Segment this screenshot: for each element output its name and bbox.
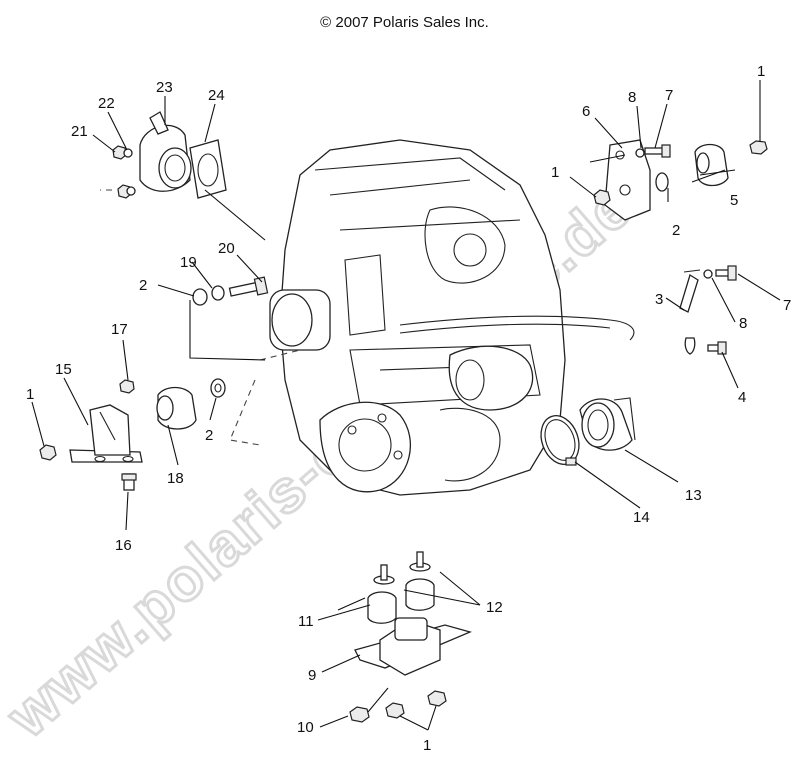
label-11: 11 — [298, 613, 314, 630]
bolt-7-lower-icon — [715, 265, 737, 281]
label-24: 24 — [208, 87, 225, 104]
label-8-right: 8 — [739, 315, 747, 332]
label-8-top: 8 — [628, 89, 636, 106]
label-5: 5 — [730, 192, 738, 209]
left-mount-assembly — [39, 378, 226, 491]
nut-1-icon — [593, 189, 611, 206]
engine-assembly — [229, 139, 635, 496]
label-13: 13 — [685, 487, 702, 504]
label-1-left: 1 — [26, 386, 34, 403]
right-mount-bracket — [589, 139, 768, 221]
label-15: 15 — [55, 361, 72, 378]
exhaust-flange-assembly — [100, 111, 266, 241]
nut-1-bottom-b-icon — [427, 690, 447, 707]
bolt-7-icon — [644, 144, 671, 158]
label-1-top-right: 1 — [757, 63, 765, 80]
label-1-bottom: 1 — [423, 737, 431, 754]
nut-10-icon — [349, 706, 370, 723]
label-9: 9 — [308, 667, 316, 684]
copyright-notice: © 2007 Polaris Sales Inc. — [320, 14, 489, 31]
nut-1-bottom-a-icon — [385, 702, 405, 719]
intake-boot-assembly — [540, 397, 636, 466]
bolt-4-icon — [707, 341, 727, 355]
label-12: 12 — [486, 599, 503, 616]
label-19: 19 — [180, 254, 197, 271]
callout-labels: 1 7 8 6 1 5 2 3 7 8 4 13 14 23 24 22 21 … — [26, 63, 791, 754]
bolt-assembly-19-20 — [189, 276, 269, 361]
label-16: 16 — [115, 537, 132, 554]
label-3: 3 — [655, 291, 663, 308]
nut-17-icon — [119, 379, 135, 394]
nut-1-top-right-icon — [749, 140, 768, 155]
label-7-right: 7 — [783, 297, 791, 314]
label-6: 6 — [582, 103, 590, 120]
label-2-left: 2 — [139, 277, 147, 294]
strap-assembly — [679, 265, 737, 355]
label-1-right: 1 — [551, 164, 559, 181]
label-10: 10 — [297, 719, 314, 736]
label-20: 20 — [218, 240, 235, 257]
nut-1-left-icon — [39, 444, 57, 461]
label-21: 21 — [71, 123, 88, 140]
label-18: 18 — [167, 470, 184, 487]
label-2-mid: 2 — [205, 427, 213, 444]
label-2-right: 2 — [672, 222, 680, 239]
leader-lines — [31, 80, 781, 731]
label-23: 23 — [156, 79, 173, 96]
bottom-mount-assembly — [349, 551, 472, 723]
label-7-top: 7 — [665, 87, 673, 104]
label-22: 22 — [98, 95, 115, 112]
label-4: 4 — [738, 389, 746, 406]
label-14: 14 — [633, 509, 650, 526]
stud-16-icon — [121, 473, 137, 491]
label-17: 17 — [111, 321, 128, 338]
